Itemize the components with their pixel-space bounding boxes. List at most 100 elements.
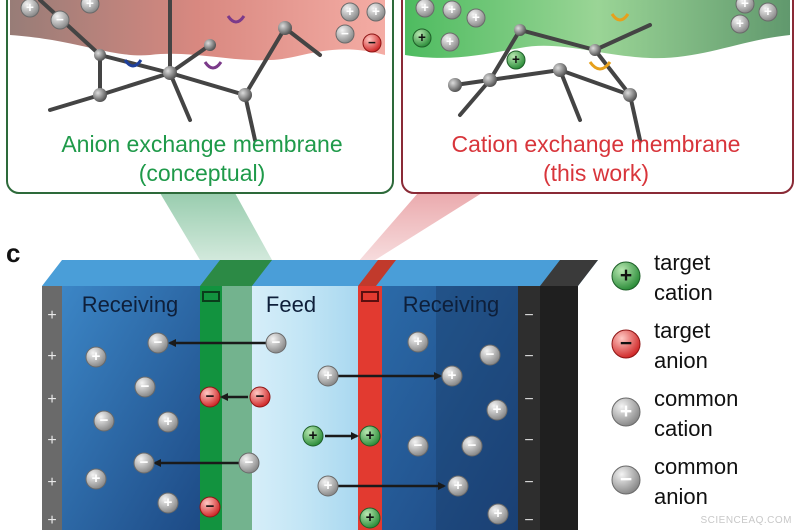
common-cation-ion: +	[735, 0, 755, 14]
ion-sign: +	[26, 0, 34, 15]
anion-card-subtitle: (conceptual)	[139, 160, 266, 186]
plus-sign: +	[47, 307, 56, 324]
ion-sign: −	[206, 388, 215, 405]
ion-sign: +	[86, 0, 94, 11]
common-anion-ion: −	[238, 452, 260, 474]
common-cation-ion: +	[317, 475, 339, 497]
ion-sign: −	[620, 332, 632, 355]
anion-membrane-card: Anion exchange membrane (conceptual)	[6, 0, 394, 194]
transport-arrows	[153, 339, 446, 490]
minus-sign: −	[524, 391, 533, 408]
common-cation-ion: +	[730, 14, 750, 34]
ion-sign: +	[736, 16, 744, 31]
electrode-right-signs: − − − − − −	[524, 307, 533, 529]
ion-sign: +	[418, 30, 426, 45]
target-cation-ion: +	[302, 425, 324, 447]
ion-sign: +	[164, 494, 173, 511]
legend-label: cation	[654, 416, 713, 441]
ion-sign: −	[414, 437, 423, 454]
watermark: SCIENCEAQ.COM	[700, 515, 792, 526]
feed-compartment	[252, 286, 358, 530]
receiving-compartment-left	[62, 286, 200, 530]
ion-sign: −	[368, 35, 376, 50]
ion-sign: −	[154, 334, 163, 351]
membrane-band	[405, 0, 790, 59]
zoom-beam-green	[160, 193, 272, 260]
ion-sign: +	[372, 4, 380, 19]
minus-sign: −	[524, 512, 533, 529]
common-anion-ion: −	[611, 465, 641, 495]
minus-sign: −	[524, 348, 533, 365]
common-anion-ion: −	[134, 376, 156, 398]
common-cation-ion: +	[440, 32, 460, 52]
common-cation-ion: +	[317, 365, 339, 387]
common-cation-ion: +	[487, 503, 509, 525]
legend-label: target	[654, 250, 710, 275]
common-anion-ion: −	[461, 435, 483, 457]
legend-label: target	[654, 318, 710, 343]
legend-label: cation	[654, 280, 713, 305]
ion-sign: −	[245, 454, 254, 471]
label-feed: Feed	[266, 292, 316, 317]
ion-sign: +	[414, 333, 423, 350]
ion-sign: +	[309, 427, 318, 444]
ion-sign: +	[454, 477, 463, 494]
cation-card-subtitle: (this work)	[543, 160, 649, 186]
membrane-slot-green	[202, 291, 220, 302]
membrane-slot-red	[361, 291, 379, 302]
common-cation-ion: +	[466, 8, 486, 28]
common-cation-ion: +	[340, 2, 360, 22]
ion-sign: +	[620, 400, 632, 423]
ion-sign: +	[324, 367, 333, 384]
common-cation-ion: +	[447, 475, 469, 497]
ion-sign: +	[764, 4, 772, 19]
label-receiving-left: Receiving	[82, 292, 179, 317]
target-anion-ion: −	[249, 386, 271, 408]
cation-membrane-card: Cation exchange membrane (this work)	[401, 0, 794, 194]
plus-sign: +	[47, 474, 56, 491]
ion-sign: +	[446, 34, 454, 49]
legend-label: common	[654, 454, 738, 479]
ions: +−+++−−++++++++++−−−+−++−−−−−++++++−+−+−…	[20, 0, 778, 529]
common-cation-ion: +	[80, 0, 100, 14]
functional-group-orange	[588, 61, 612, 71]
ion-sign: −	[56, 12, 64, 27]
anion-exchange-membrane	[200, 286, 222, 530]
common-cation-ion: +	[85, 468, 107, 490]
legend-label: anion	[654, 484, 708, 509]
legend-label: anion	[654, 348, 708, 373]
ion-sign: −	[341, 26, 349, 41]
ion-sign: +	[164, 413, 173, 430]
membrane-band	[10, 0, 385, 61]
ion-sign: −	[486, 346, 495, 363]
common-cation-ion: +	[611, 397, 641, 427]
common-cation-ion: +	[442, 0, 462, 20]
electrode-left-signs: + + + + + +	[47, 307, 56, 529]
ion-sign: +	[421, 0, 429, 15]
common-anion-ion: −	[147, 332, 169, 354]
target-cation-ion: +	[359, 425, 381, 447]
common-anion-ion: −	[50, 10, 70, 30]
zoom-beam-red	[358, 193, 482, 262]
label-receiving-right: Receiving	[403, 292, 500, 317]
common-cation-ion: +	[20, 0, 40, 18]
common-cation-ion: +	[157, 492, 179, 514]
common-anion-ion: −	[335, 24, 355, 44]
cell-top-face	[42, 260, 598, 286]
backbone-atoms	[448, 24, 637, 102]
ion-sign: −	[620, 468, 632, 491]
minus-sign: −	[524, 474, 533, 491]
ion-sign: −	[256, 388, 265, 405]
cation-card-title: Cation exchange membrane	[452, 131, 741, 157]
legend-label: common	[654, 386, 738, 411]
backbone-atoms	[93, 21, 292, 102]
ion-sign: +	[494, 505, 503, 522]
ion-sign: +	[448, 2, 456, 17]
target-anion-ion: −	[611, 329, 641, 359]
target-anion-ion: −	[362, 33, 382, 53]
plus-sign: +	[47, 512, 56, 529]
ion-sign: +	[620, 264, 632, 287]
legend: +targetcation−targetanion+commoncation−c…	[611, 250, 738, 509]
common-anion-ion: −	[407, 435, 429, 457]
